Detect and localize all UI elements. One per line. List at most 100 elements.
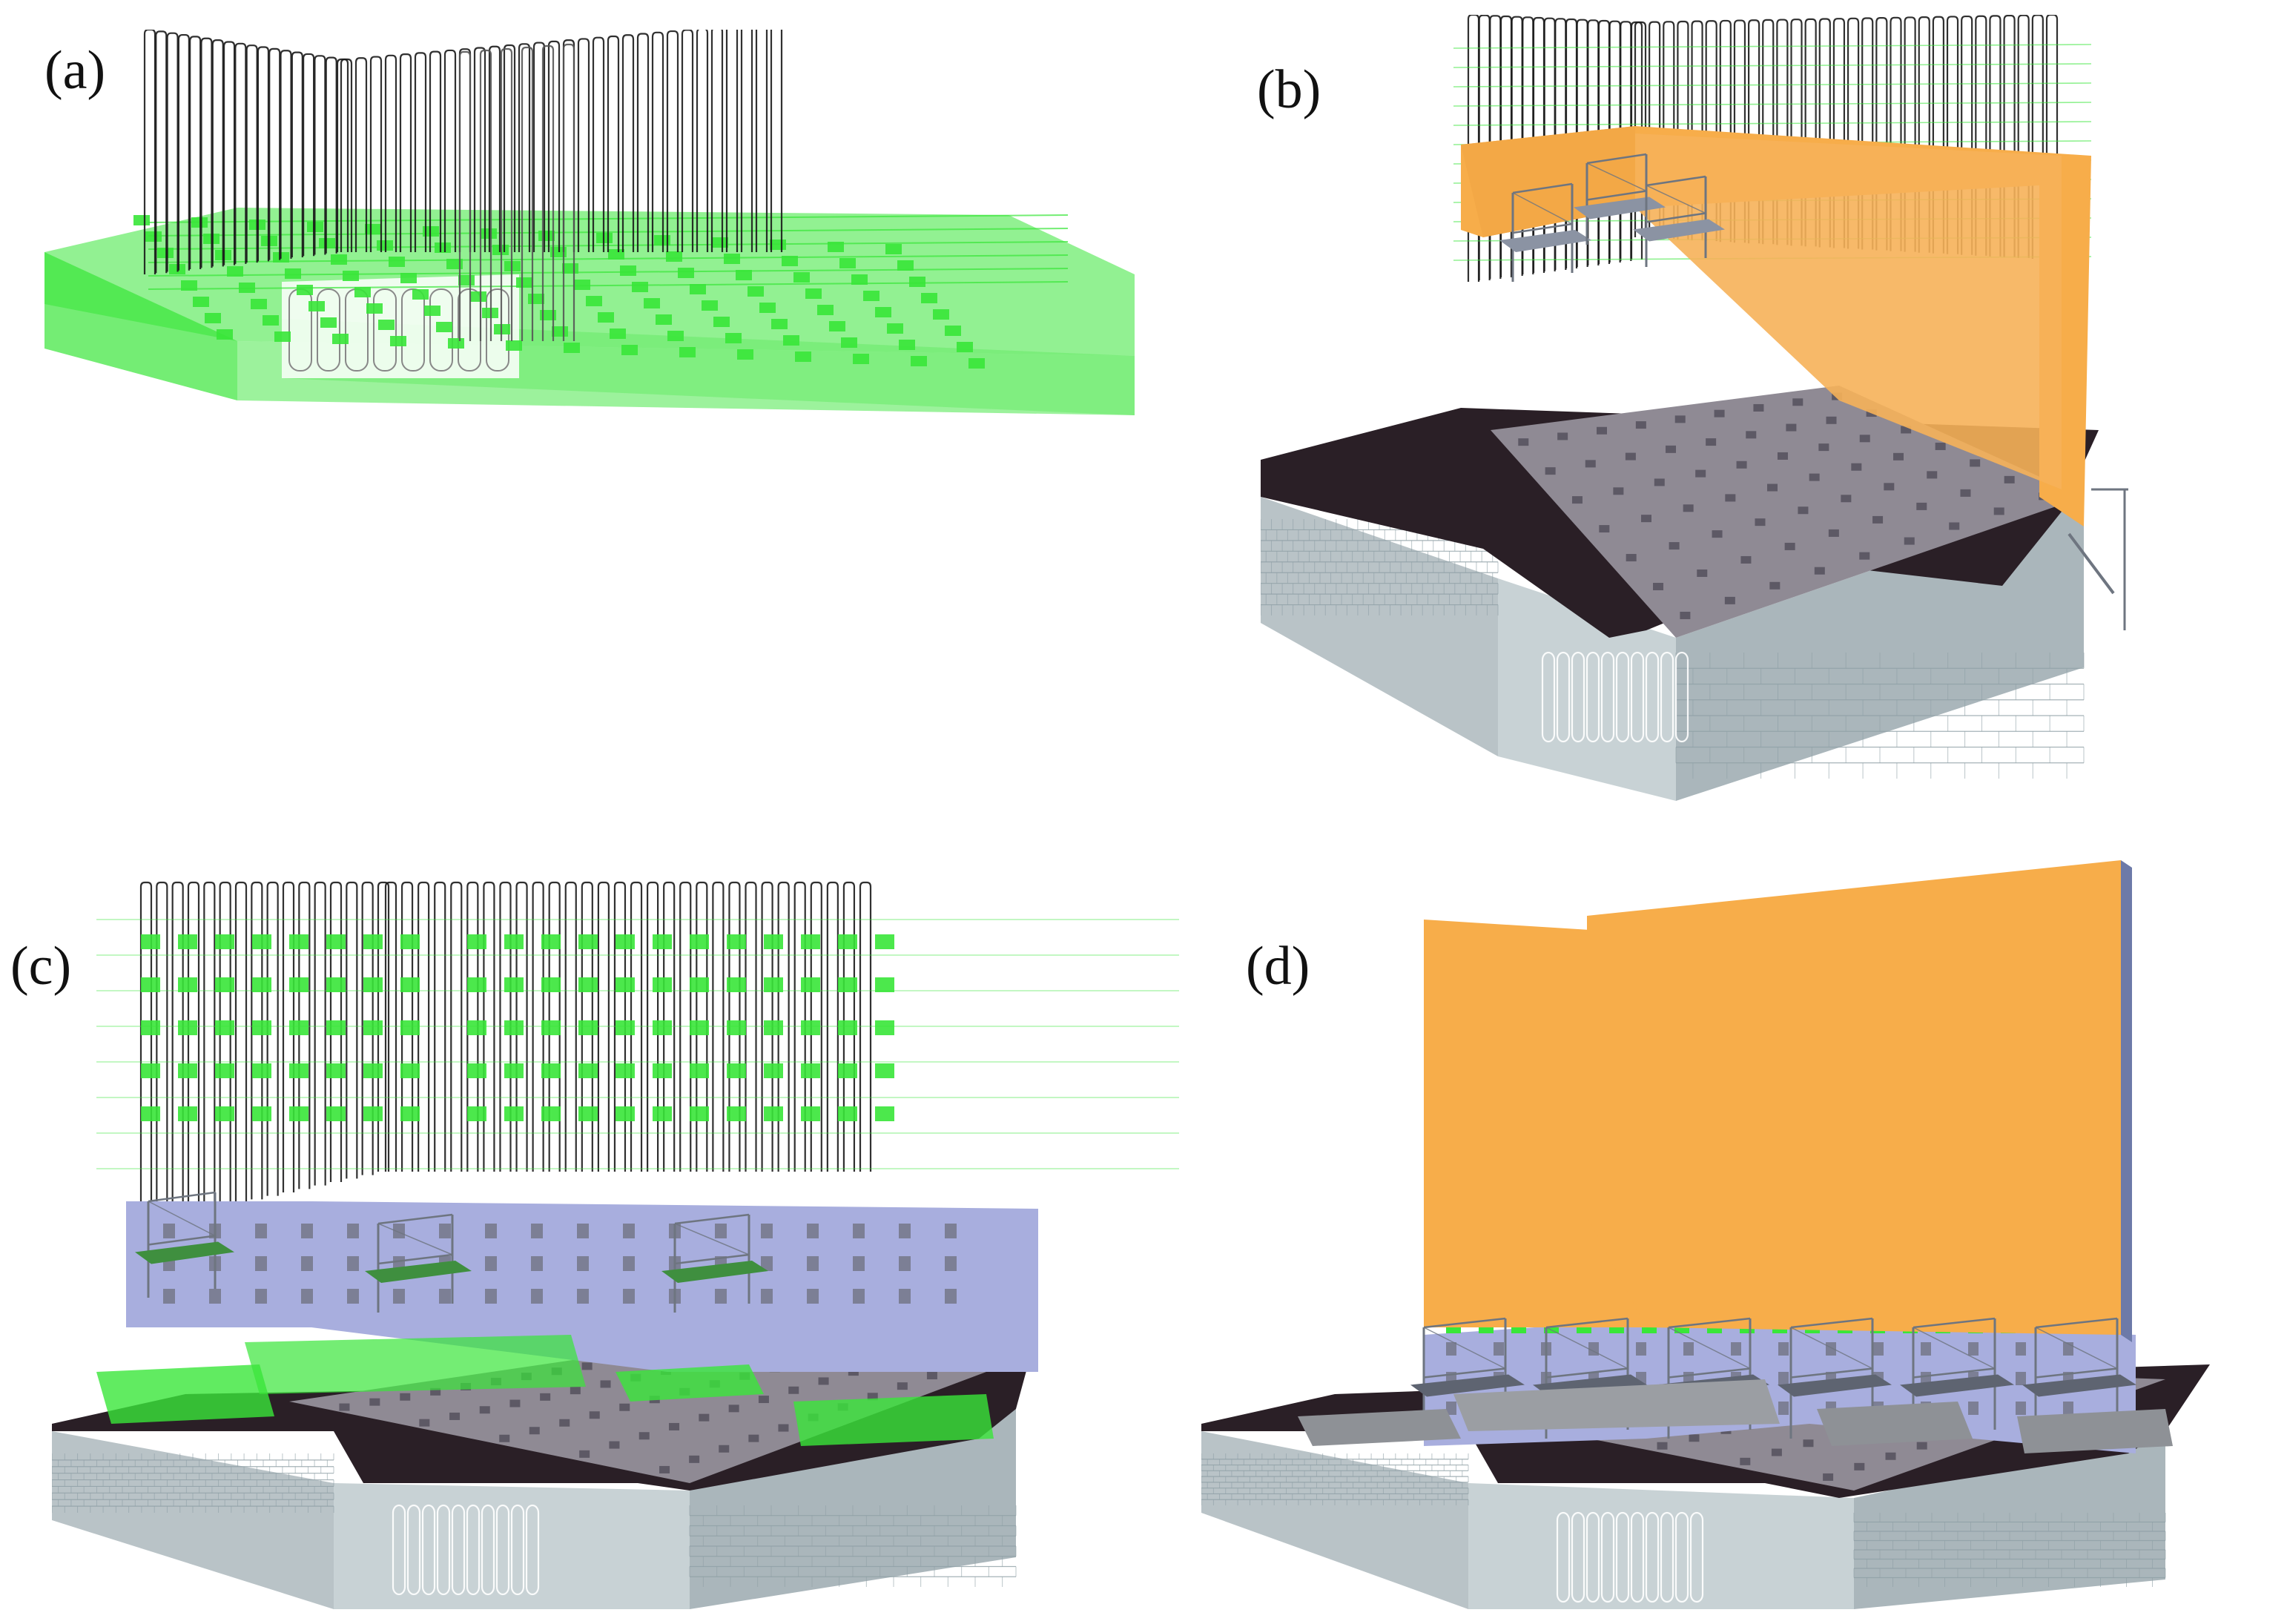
floor-tile xyxy=(1626,554,1637,562)
floor-tile xyxy=(1625,452,1636,461)
rebar-bar xyxy=(1467,15,1480,282)
green-chair-cube xyxy=(331,254,347,265)
notch-rebar-loop xyxy=(1674,651,1689,743)
notch-rebar-loop xyxy=(495,1504,510,1596)
floor-tile xyxy=(1674,415,1686,423)
floor-tile xyxy=(818,1377,829,1385)
green-chair-cube xyxy=(308,301,325,311)
notch-rebar-loop xyxy=(451,1504,466,1596)
floor-tile xyxy=(1767,483,1778,492)
floor-tile xyxy=(1809,473,1820,481)
rebar-bar xyxy=(1532,16,1545,273)
scaffold-brace xyxy=(1586,162,1647,192)
green-chair-cube xyxy=(712,237,728,248)
green-chair-cube xyxy=(390,336,406,346)
floor-tile xyxy=(589,1411,600,1419)
green-chair-cube xyxy=(424,306,440,316)
formwork-right-wall xyxy=(1587,860,2121,1335)
green-chair-cube xyxy=(157,248,174,258)
wall-opening xyxy=(945,1256,957,1271)
rebar-bar xyxy=(793,881,806,1172)
green-box-form xyxy=(1511,1326,1526,1333)
green-chair-cube xyxy=(598,312,614,323)
green-box-form xyxy=(141,934,160,949)
notch-rebar-loop xyxy=(1689,1511,1704,1603)
green-chair-cube xyxy=(528,294,544,304)
green-box-form xyxy=(578,1106,598,1121)
rebar-bar xyxy=(314,55,326,255)
rebar-bar xyxy=(399,53,412,252)
green-box-form xyxy=(289,977,308,992)
green-chair-cube xyxy=(782,256,798,266)
panel-label-c: (c) xyxy=(10,936,72,997)
scaffold-deck xyxy=(661,1261,768,1283)
scaffolds xyxy=(1499,153,2128,630)
green-box-form xyxy=(252,977,271,992)
green-box-form xyxy=(801,1063,820,1078)
rebar-bar xyxy=(354,57,368,252)
green-box-form xyxy=(838,1020,857,1035)
rebar-bar xyxy=(1649,21,1661,239)
floor-tile xyxy=(509,1399,521,1407)
rebar-bar xyxy=(384,54,397,252)
green-box-form xyxy=(541,1106,561,1121)
green-box-form xyxy=(690,934,709,949)
rebar-bar xyxy=(1875,17,1888,251)
rebar-bar xyxy=(1975,15,1987,256)
wall-opening xyxy=(899,1256,911,1271)
floor-tile xyxy=(748,1434,759,1442)
wall-opening xyxy=(531,1289,543,1304)
floor-tile xyxy=(719,1445,730,1453)
green-chair-cube xyxy=(725,333,742,343)
rebar-bar xyxy=(597,881,610,1172)
floor-tile xyxy=(1613,487,1624,495)
rebar-bar xyxy=(503,44,516,252)
rebar-bar xyxy=(1543,17,1556,271)
wall-opening xyxy=(2016,1372,2026,1385)
floor-tile xyxy=(778,1424,789,1432)
rebar-bar xyxy=(1918,16,1930,253)
rebar-bar xyxy=(621,34,635,252)
green-box-form xyxy=(838,934,857,949)
rebar-bar xyxy=(1818,18,1831,248)
rebar-bar xyxy=(268,47,281,260)
green-box-form xyxy=(178,1020,197,1035)
wall-opening xyxy=(163,1289,175,1304)
floor-tile xyxy=(867,1393,878,1401)
floor-tile xyxy=(1571,496,1583,504)
green-chair-cube xyxy=(274,331,291,342)
floor-tile xyxy=(1657,1442,1668,1450)
scaffold-brace xyxy=(674,1223,750,1255)
floor-tile xyxy=(1666,445,1677,453)
rebar-bar xyxy=(521,46,534,341)
panel-label-d: (d) xyxy=(1246,936,1310,997)
wall-opening xyxy=(715,1224,727,1238)
foundation-base xyxy=(1261,386,2099,801)
grey-block xyxy=(1817,1402,1973,1446)
wall-opening xyxy=(623,1289,635,1304)
rebar-bar xyxy=(826,881,839,1172)
floor-tile xyxy=(579,1450,590,1458)
scaffold-rail xyxy=(1668,1367,1751,1379)
scaffold-brace xyxy=(148,1201,216,1237)
scaffold-deck xyxy=(1778,1374,1892,1397)
green-box-form xyxy=(467,1063,486,1078)
scaffold-brace xyxy=(1646,185,1706,214)
wall-opening xyxy=(163,1224,175,1238)
rebar-bar xyxy=(1489,15,1502,279)
notch-rebar-loop xyxy=(1645,651,1660,743)
floor-tile xyxy=(419,1419,430,1427)
rebar-bar xyxy=(666,30,679,252)
green-box-form xyxy=(400,934,420,949)
floor-tile xyxy=(529,1427,540,1435)
green-block xyxy=(96,1364,274,1424)
wall-opening xyxy=(761,1256,773,1271)
floor-tile xyxy=(1724,596,1735,604)
rebar-bar xyxy=(1762,19,1775,245)
scaffold-rail xyxy=(1512,182,1573,194)
rebar-bar xyxy=(1790,19,1803,246)
scaffold-deck xyxy=(1499,230,1591,252)
wall-opening xyxy=(807,1289,819,1304)
wall-opening xyxy=(301,1256,313,1271)
rebar-bar xyxy=(1932,16,1944,254)
